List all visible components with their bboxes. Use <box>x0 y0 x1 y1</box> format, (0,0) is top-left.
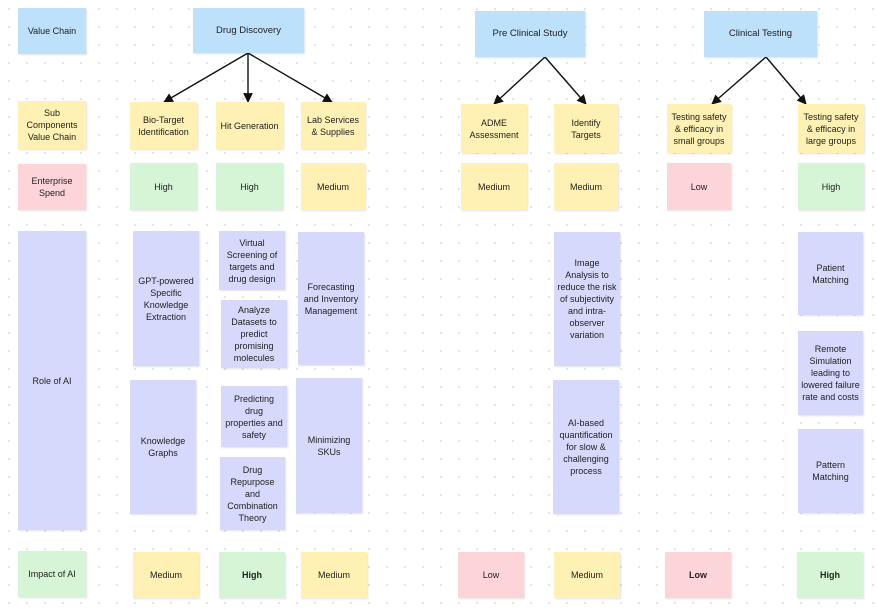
role-patient-matching: Patient Matching <box>798 232 863 315</box>
role-image-analysis: Image Analysis to reduce the risk of sub… <box>554 232 620 366</box>
spend-bio-target: High <box>130 163 197 210</box>
row-label-value-chain: Value Chain <box>18 8 86 54</box>
row-label-enterprise-spend: Enterprise Spend <box>18 164 86 210</box>
impact-small-groups: Low <box>665 552 731 598</box>
impact-identify-targets: Medium <box>554 552 620 598</box>
spend-small-groups: Low <box>667 163 731 210</box>
arrow-clinical-testing-to-large-groups <box>765 56 807 105</box>
arrow-drug-discovery-to-bio-target <box>163 52 249 103</box>
stage-pre-clinical-study: Pre Clinical Study <box>475 11 585 57</box>
arrow-pre-clinical-to-adme <box>493 56 546 105</box>
sub-hit-generation: Hit Generation <box>216 102 283 149</box>
role-analyze-datasets: Analyze Datasets to predict promising mo… <box>221 300 287 368</box>
sub-adme-assessment: ADME Assessment <box>461 104 527 153</box>
stage-clinical-testing: Clinical Testing <box>704 11 817 57</box>
sub-testing-large-groups: Testing safety & efficacy in large group… <box>798 104 864 153</box>
spend-adme: Medium <box>461 163 527 210</box>
role-predicting-drug: Predicting drug properties and safety <box>221 386 287 447</box>
arrow-pre-clinical-to-identify-targets <box>544 56 587 105</box>
sub-identify-targets: Identify Targets <box>554 104 618 153</box>
impact-large-groups: High <box>797 552 863 598</box>
role-forecasting: Forecasting and Inventory Management <box>298 232 364 365</box>
spend-identify-targets: Medium <box>554 163 618 210</box>
role-drug-repurpose: Drug Repurpose and Combination Theory <box>220 457 285 530</box>
spend-lab-services: Medium <box>301 163 365 210</box>
arrow-clinical-testing-to-small-groups <box>711 56 767 105</box>
sub-bio-target-identification: Bio-Target Identification <box>130 102 197 149</box>
row-label-role-of-ai: Role of AI <box>18 231 86 530</box>
impact-lab-services: Medium <box>301 552 367 598</box>
role-ai-quantification: AI-based quantification for slow & chall… <box>553 380 619 514</box>
arrow-drug-discovery-to-lab-services <box>247 52 333 103</box>
spend-large-groups: High <box>798 163 864 210</box>
role-gpt-extraction: GPT-powered Specific Knowledge Extractio… <box>133 231 199 366</box>
role-minimizing-skus: Minimizing SKUs <box>296 378 362 513</box>
impact-bio-target: Medium <box>133 552 199 598</box>
sub-lab-services: Lab Services & Supplies <box>301 102 365 149</box>
stage-drug-discovery: Drug Discovery <box>193 8 304 53</box>
row-label-sub-components: Sub Components Value Chain <box>18 101 86 149</box>
role-remote-simulation: Remote Simulation leading to lowered fai… <box>798 331 863 415</box>
sub-testing-small-groups: Testing safety & efficacy in small group… <box>667 104 731 153</box>
spend-hit-generation: High <box>216 163 283 210</box>
role-knowledge-graphs: Knowledge Graphs <box>130 380 196 514</box>
impact-hit-generation: High <box>219 552 285 598</box>
role-pattern-matching: Pattern Matching <box>798 429 863 513</box>
role-virtual-screening: Virtual Screening of targets and drug de… <box>219 231 285 290</box>
impact-adme: Low <box>458 552 524 598</box>
row-label-impact-of-ai: Impact of AI <box>18 551 86 597</box>
